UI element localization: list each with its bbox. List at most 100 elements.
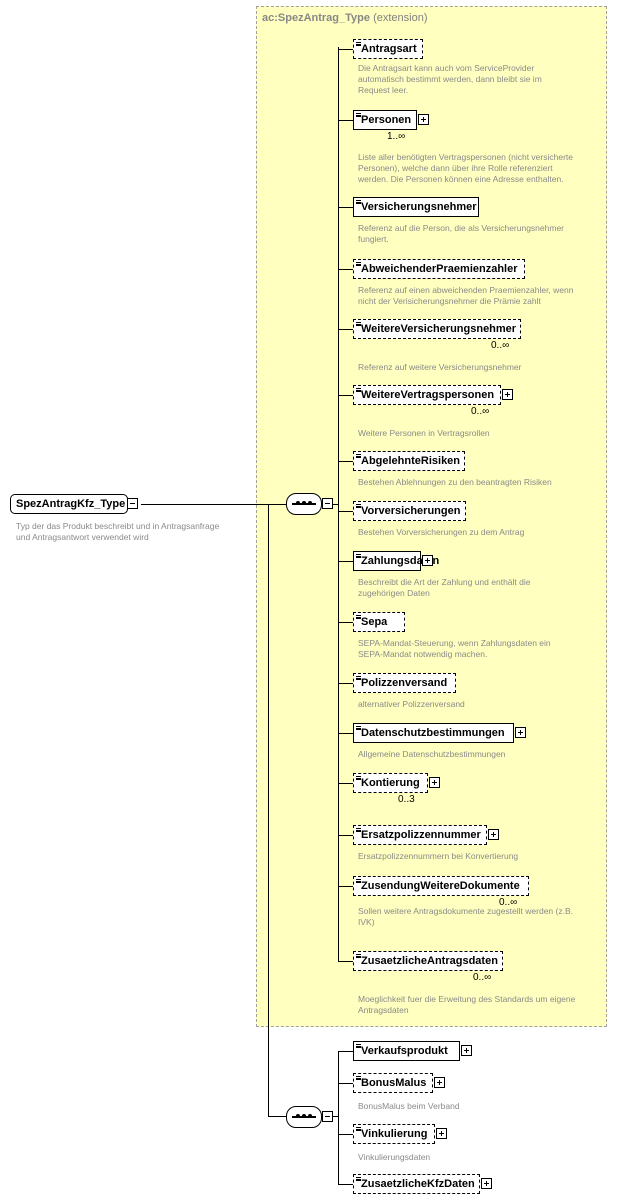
branch-connector: [338, 733, 353, 734]
description-line: SEPA-Mandat-Steuerung, wenn Zahlungsdate…: [358, 638, 551, 648]
element-icon: [356, 1076, 361, 1080]
collapse-minus-icon[interactable]: [322, 1111, 333, 1122]
description-line: Sollen weitere Antragsdokumente zugestel…: [358, 906, 573, 916]
element-box[interactable]: Datenschutzbestimmungen: [353, 723, 514, 743]
description-line: Referenz auf die Person, die als Versich…: [358, 223, 565, 233]
cardinality-label: 0..∞: [499, 897, 518, 908]
expand-plus-icon[interactable]: [434, 1077, 445, 1088]
sequence-dot: [302, 1114, 306, 1118]
sequence-compositor-icon[interactable]: [286, 1106, 322, 1128]
element-box[interactable]: Polizzenversand: [353, 673, 456, 693]
element-box[interactable]: AbweichenderPraemienzahler: [353, 259, 525, 279]
branch-connector: [338, 1051, 353, 1052]
branch-connector: [338, 120, 353, 121]
element-icon: [356, 879, 361, 883]
root-description: Typ der das Produkt beschreibt und in An…: [16, 521, 219, 543]
branch-connector: [338, 1083, 353, 1084]
element-box[interactable]: Vorversicherungen: [353, 501, 466, 521]
element-icon: [356, 322, 361, 326]
element-name: Sepa: [361, 616, 388, 628]
expand-plus-icon[interactable]: [502, 389, 513, 400]
description-line: BonusMalus beim Verband: [358, 1101, 460, 1111]
description-line: nicht der Verisicherungsnehmer die Prämi…: [358, 296, 541, 306]
element-description: Die Antragsart kann auch vom ServiceProv…: [358, 63, 542, 96]
cardinality-label: 0..∞: [473, 972, 492, 983]
description-line: alternativer Polizzenversand: [358, 699, 465, 709]
element-name: Polizzenversand: [361, 677, 448, 689]
element-name: Antragsart: [361, 43, 417, 55]
element-name: Ersatzpolizzennummer: [361, 829, 481, 841]
sequence-dot: [308, 501, 312, 505]
expand-plus-icon[interactable]: [461, 1045, 472, 1056]
element-box[interactable]: Versicherungsnehmer: [353, 197, 479, 217]
expand-plus-icon[interactable]: [481, 1178, 492, 1189]
description-line: Die Antragsart kann auch vom ServiceProv…: [358, 63, 535, 73]
expand-plus-icon[interactable]: [422, 555, 433, 566]
element-name: BonusMalus: [361, 1077, 427, 1089]
branch-connector: [338, 886, 353, 887]
element-box[interactable]: Zahlungsdaten: [353, 551, 439, 571]
cardinality-label: 0..∞: [491, 340, 510, 351]
element-box[interactable]: Kontierung: [353, 773, 428, 793]
expand-plus-icon[interactable]: [488, 829, 499, 840]
root-type-box[interactable]: SpezAntragKfz_Type: [10, 494, 128, 514]
description-line: Request leer.: [358, 85, 409, 95]
expand-plus-icon[interactable]: [418, 114, 429, 125]
expand-plus-icon[interactable]: [515, 727, 526, 738]
description-line: IVK): [358, 917, 375, 927]
element-name: Datenschutzbestimmungen: [361, 727, 505, 739]
branch-connector: [338, 395, 353, 396]
expand-plus-icon[interactable]: [436, 1128, 447, 1139]
element-description: Moeglichkeit fuer die Erweitung des Stan…: [358, 994, 575, 1016]
element-icon: [356, 554, 361, 558]
sequence-compositor-icon[interactable]: [286, 493, 322, 515]
element-box[interactable]: AbgelehnteRisiken: [353, 451, 465, 471]
element-description: Sollen weitere Antragsdokumente zugestel…: [358, 906, 573, 928]
element-name: WeitereVersicherungsnehmer: [361, 323, 517, 335]
element-name: AbweichenderPraemienzahler: [361, 263, 518, 275]
root-description-line: und Antragsantwort verwendet wird: [16, 532, 149, 542]
element-box[interactable]: Verkaufsprodukt: [353, 1041, 460, 1061]
element-icon: [356, 504, 361, 508]
cardinality-label: 0..3: [398, 794, 415, 805]
element-icon: [356, 388, 361, 392]
description-line: Vinkulierungsdaten: [358, 1152, 431, 1162]
element-box[interactable]: Vinkulierung: [353, 1124, 435, 1144]
cardinality-label: 0..∞: [471, 406, 490, 417]
collapse-minus-icon[interactable]: [127, 498, 138, 509]
element-box[interactable]: ZusaetzlicheAntragsdaten: [353, 951, 503, 971]
branch-connector: [338, 461, 353, 462]
expand-plus-icon[interactable]: [429, 777, 440, 788]
element-name: ZusaetzlicheAntragsdaten: [361, 955, 498, 967]
element-box[interactable]: BonusMalus: [353, 1073, 433, 1093]
root-description-line: Typ der das Produkt beschreibt und in An…: [16, 521, 220, 531]
element-box[interactable]: ZusaetzlicheKfzDaten: [353, 1174, 480, 1194]
element-box[interactable]: WeitereVersicherungsnehmer: [353, 319, 521, 339]
collapse-minus-icon[interactable]: [322, 498, 333, 509]
description-line: Beschreibt die Art der Zahlung und enthä…: [358, 577, 531, 587]
element-description: Beschreibt die Art der Zahlung und enthä…: [358, 577, 530, 599]
cardinality-label: 1..∞: [387, 131, 406, 142]
element-box[interactable]: WeitereVertragspersonen: [353, 385, 501, 405]
element-description: Allgemeine Datenschutzbestimmungen: [358, 749, 505, 760]
branch-connector: [338, 622, 353, 623]
description-line: Bestehen Ablehnungen zu den beantragten …: [358, 477, 552, 487]
sequence-dot: [308, 1114, 312, 1118]
element-box[interactable]: Ersatzpolizzennummer: [353, 825, 487, 845]
description-line: werden. Die Personen können eine Adresse…: [358, 174, 564, 184]
element-box[interactable]: Sepa: [353, 612, 405, 632]
sequence-dot: [296, 1114, 300, 1118]
description-line: Antragsdaten: [358, 1005, 409, 1015]
branch-connector: [338, 207, 353, 208]
element-description: alternativer Polizzenversand: [358, 699, 465, 710]
description-line: Liste aller benötigten Vertragspersonen …: [358, 152, 573, 162]
branch-connector: [338, 269, 353, 270]
sequence-connector: [268, 1116, 286, 1117]
element-box[interactable]: ZusendungWeitereDokumente: [353, 876, 529, 896]
element-box[interactable]: Personen: [353, 110, 417, 130]
element-icon: [356, 776, 361, 780]
description-line: Personen), welche dann über ihre Rolle r…: [358, 163, 553, 173]
element-box[interactable]: Antragsart: [353, 39, 423, 59]
element-name: Versicherungsnehmer: [361, 201, 477, 213]
